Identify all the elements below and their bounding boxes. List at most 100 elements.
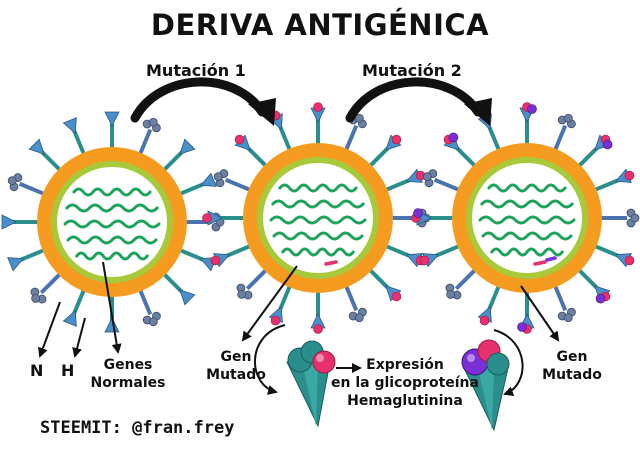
neuraminidase-head (446, 289, 456, 299)
mutated-gene-segment (533, 260, 547, 266)
mutation-marker-pink (234, 134, 245, 145)
rna-segment (478, 215, 576, 225)
neuraminidase-head (422, 172, 432, 182)
expresion-line2: en la glicoproteína (331, 375, 479, 391)
gen-mutado-2-line2: Mutado (542, 367, 602, 383)
hemagglutinin-head (104, 111, 120, 127)
mutation-marker-purple (595, 293, 606, 304)
neuraminidase-head (563, 113, 573, 123)
virus-normal (1, 111, 225, 333)
mutation-marker-pink (624, 255, 635, 266)
gen-mutado-1-line1: Gen (220, 349, 252, 365)
rna-segment (75, 251, 149, 261)
gen-mutado-1-line2: Mutado (206, 367, 266, 383)
rna-segment (66, 235, 158, 245)
mutation-marker-pink (202, 213, 212, 223)
hemagglutinin-head (1, 214, 17, 230)
neuraminidase-head (31, 293, 41, 303)
neuraminidase-head (213, 172, 223, 182)
rna-segment (480, 199, 574, 209)
neuraminidase-head (354, 313, 364, 323)
mutation-marker-pink (210, 255, 221, 266)
arrow-h (72, 317, 86, 358)
mutation-marker-pink (391, 291, 402, 302)
enlarged-spike-1 (286, 340, 336, 428)
genes-normales-label: Genes Normales (88, 356, 168, 392)
spike-stalk (454, 268, 477, 291)
label-n: N (30, 361, 44, 380)
neuraminidase-head (148, 117, 158, 127)
credit-text: STEEMIT: @fran.frey (40, 418, 235, 438)
rna-segment (490, 247, 564, 257)
mutation-marker-pink (479, 315, 490, 326)
arrow-genes-normales (102, 261, 122, 354)
mutation-marker-purple (517, 322, 527, 332)
genes-normales-line1: Genes (103, 357, 153, 373)
arrow-n (38, 301, 61, 358)
hemagglutinin-head (28, 138, 45, 155)
expresion-line1: Expresión (366, 357, 444, 373)
rna-segment (487, 183, 567, 193)
enlarged-spike-2 (461, 339, 510, 432)
page-title: DERIVA ANTIGÉNICA (150, 8, 490, 42)
mutation-marker-purple (448, 132, 459, 143)
mutated-gene-segment-2 (545, 256, 557, 262)
mutation-marker-pink (313, 102, 323, 112)
rna-segment (271, 199, 365, 209)
spike-stalk (39, 272, 62, 295)
mutation-marker-purple (602, 139, 613, 150)
mutation-1-arrowhead (248, 98, 276, 126)
rna-segment (272, 231, 364, 241)
spike-stalk (433, 177, 460, 192)
spike-stalk (245, 268, 268, 291)
rna-segment (63, 219, 161, 229)
rna-segment (269, 215, 367, 225)
rna-segment (281, 247, 355, 257)
gen-mutado-2-label: Gen Mutado (540, 348, 604, 384)
mutation-marker-pink (624, 170, 635, 181)
hemagglutinin-head (62, 117, 77, 135)
spike-stalk (344, 285, 359, 312)
arrow-gen-mutado-2 (520, 285, 560, 342)
neuraminidase-head (630, 213, 640, 223)
rna-segment (65, 203, 159, 213)
mutation-1-arrow (130, 77, 267, 123)
mutation-1-label: Mutación 1 (146, 61, 246, 80)
hemagglutinin-head (104, 317, 120, 333)
spike-stalk (553, 124, 568, 151)
mutation-2-arrow (345, 77, 483, 123)
hemagglutinin-head (179, 289, 196, 306)
expresion-line3: Hemaglutinina (347, 393, 463, 409)
neuraminidase-head (148, 317, 158, 327)
spike-stalk (18, 181, 45, 196)
virus-mutation-2 (411, 102, 640, 334)
label-h: H (61, 361, 75, 380)
mutation-marker-pink (313, 324, 323, 334)
hemagglutinin-head (199, 172, 217, 187)
mutation-2-arrowhead (464, 98, 492, 126)
neuraminidase-head (237, 289, 247, 299)
rna-segment (278, 183, 358, 193)
mutation-marker-purple (413, 208, 423, 218)
spike-stalk (344, 124, 359, 151)
arrow-to-spike-2 (493, 329, 524, 396)
hemagglutinin-head (7, 257, 25, 272)
neuraminidase-head (7, 176, 17, 186)
mutation-marker-pink (270, 315, 281, 326)
neuraminidase-head (563, 313, 573, 323)
spike-stalk (138, 289, 153, 316)
rna-segment (481, 231, 573, 241)
gen-mutado-2-line1: Gen (556, 349, 588, 365)
spike-stalk (553, 285, 568, 312)
hemagglutinin-head (62, 309, 77, 327)
genes-normales-line2: Normales (90, 375, 166, 391)
mutation-marker-purple (527, 104, 537, 114)
mutation-2-label: Mutación 2 (362, 61, 462, 80)
arrow-gen-mutado-1 (241, 265, 298, 342)
gen-mutado-1-label: Gen Mutado (204, 348, 268, 384)
virus-mutation-1 (202, 102, 431, 334)
rna-segment (72, 187, 152, 197)
mutation-marker-pink (391, 134, 402, 145)
